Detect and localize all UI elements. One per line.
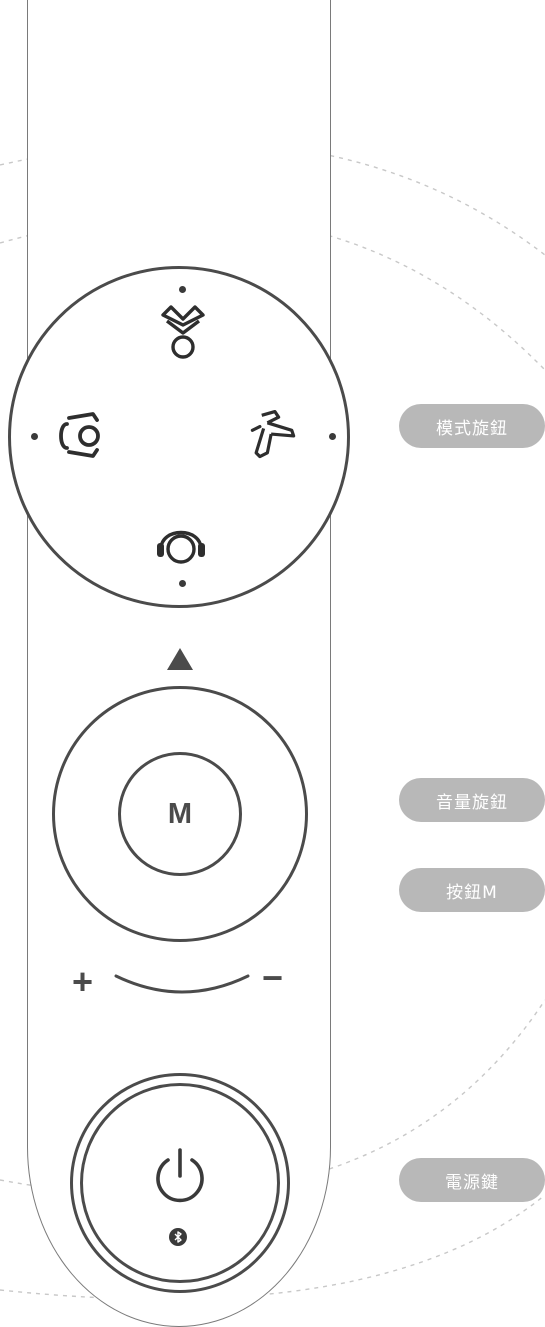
head-massage-icon[interactable] bbox=[151, 513, 211, 573]
callout-m-button: 按鈕M bbox=[399, 868, 545, 912]
triangle-up-icon bbox=[167, 648, 193, 670]
m-button-label: M bbox=[167, 797, 193, 830]
callout-power-key: 電源鍵 bbox=[399, 1158, 545, 1202]
mode-dot-left bbox=[31, 433, 38, 440]
power-icon bbox=[156, 1148, 204, 1203]
mode-dot-top bbox=[179, 286, 186, 293]
hand-massage-icon[interactable] bbox=[53, 405, 113, 465]
callout-volume-knob: 音量旋鈕 bbox=[399, 778, 545, 822]
mode-dial[interactable] bbox=[8, 266, 350, 608]
volume-plus-icon: + bbox=[72, 961, 94, 1002]
leg-massage-icon[interactable] bbox=[243, 405, 303, 465]
callout-mode-knob: 模式旋鈕 bbox=[399, 404, 545, 448]
volume-minus-icon: − bbox=[262, 957, 284, 998]
power-button[interactable] bbox=[80, 1083, 280, 1283]
bluetooth-icon bbox=[169, 1228, 187, 1246]
m-button[interactable]: M bbox=[118, 752, 242, 876]
mode-dot-right bbox=[329, 433, 336, 440]
volume-scale-arc bbox=[114, 974, 250, 994]
mode-dot-bottom bbox=[179, 580, 186, 587]
neck-massage-icon[interactable] bbox=[153, 301, 213, 361]
